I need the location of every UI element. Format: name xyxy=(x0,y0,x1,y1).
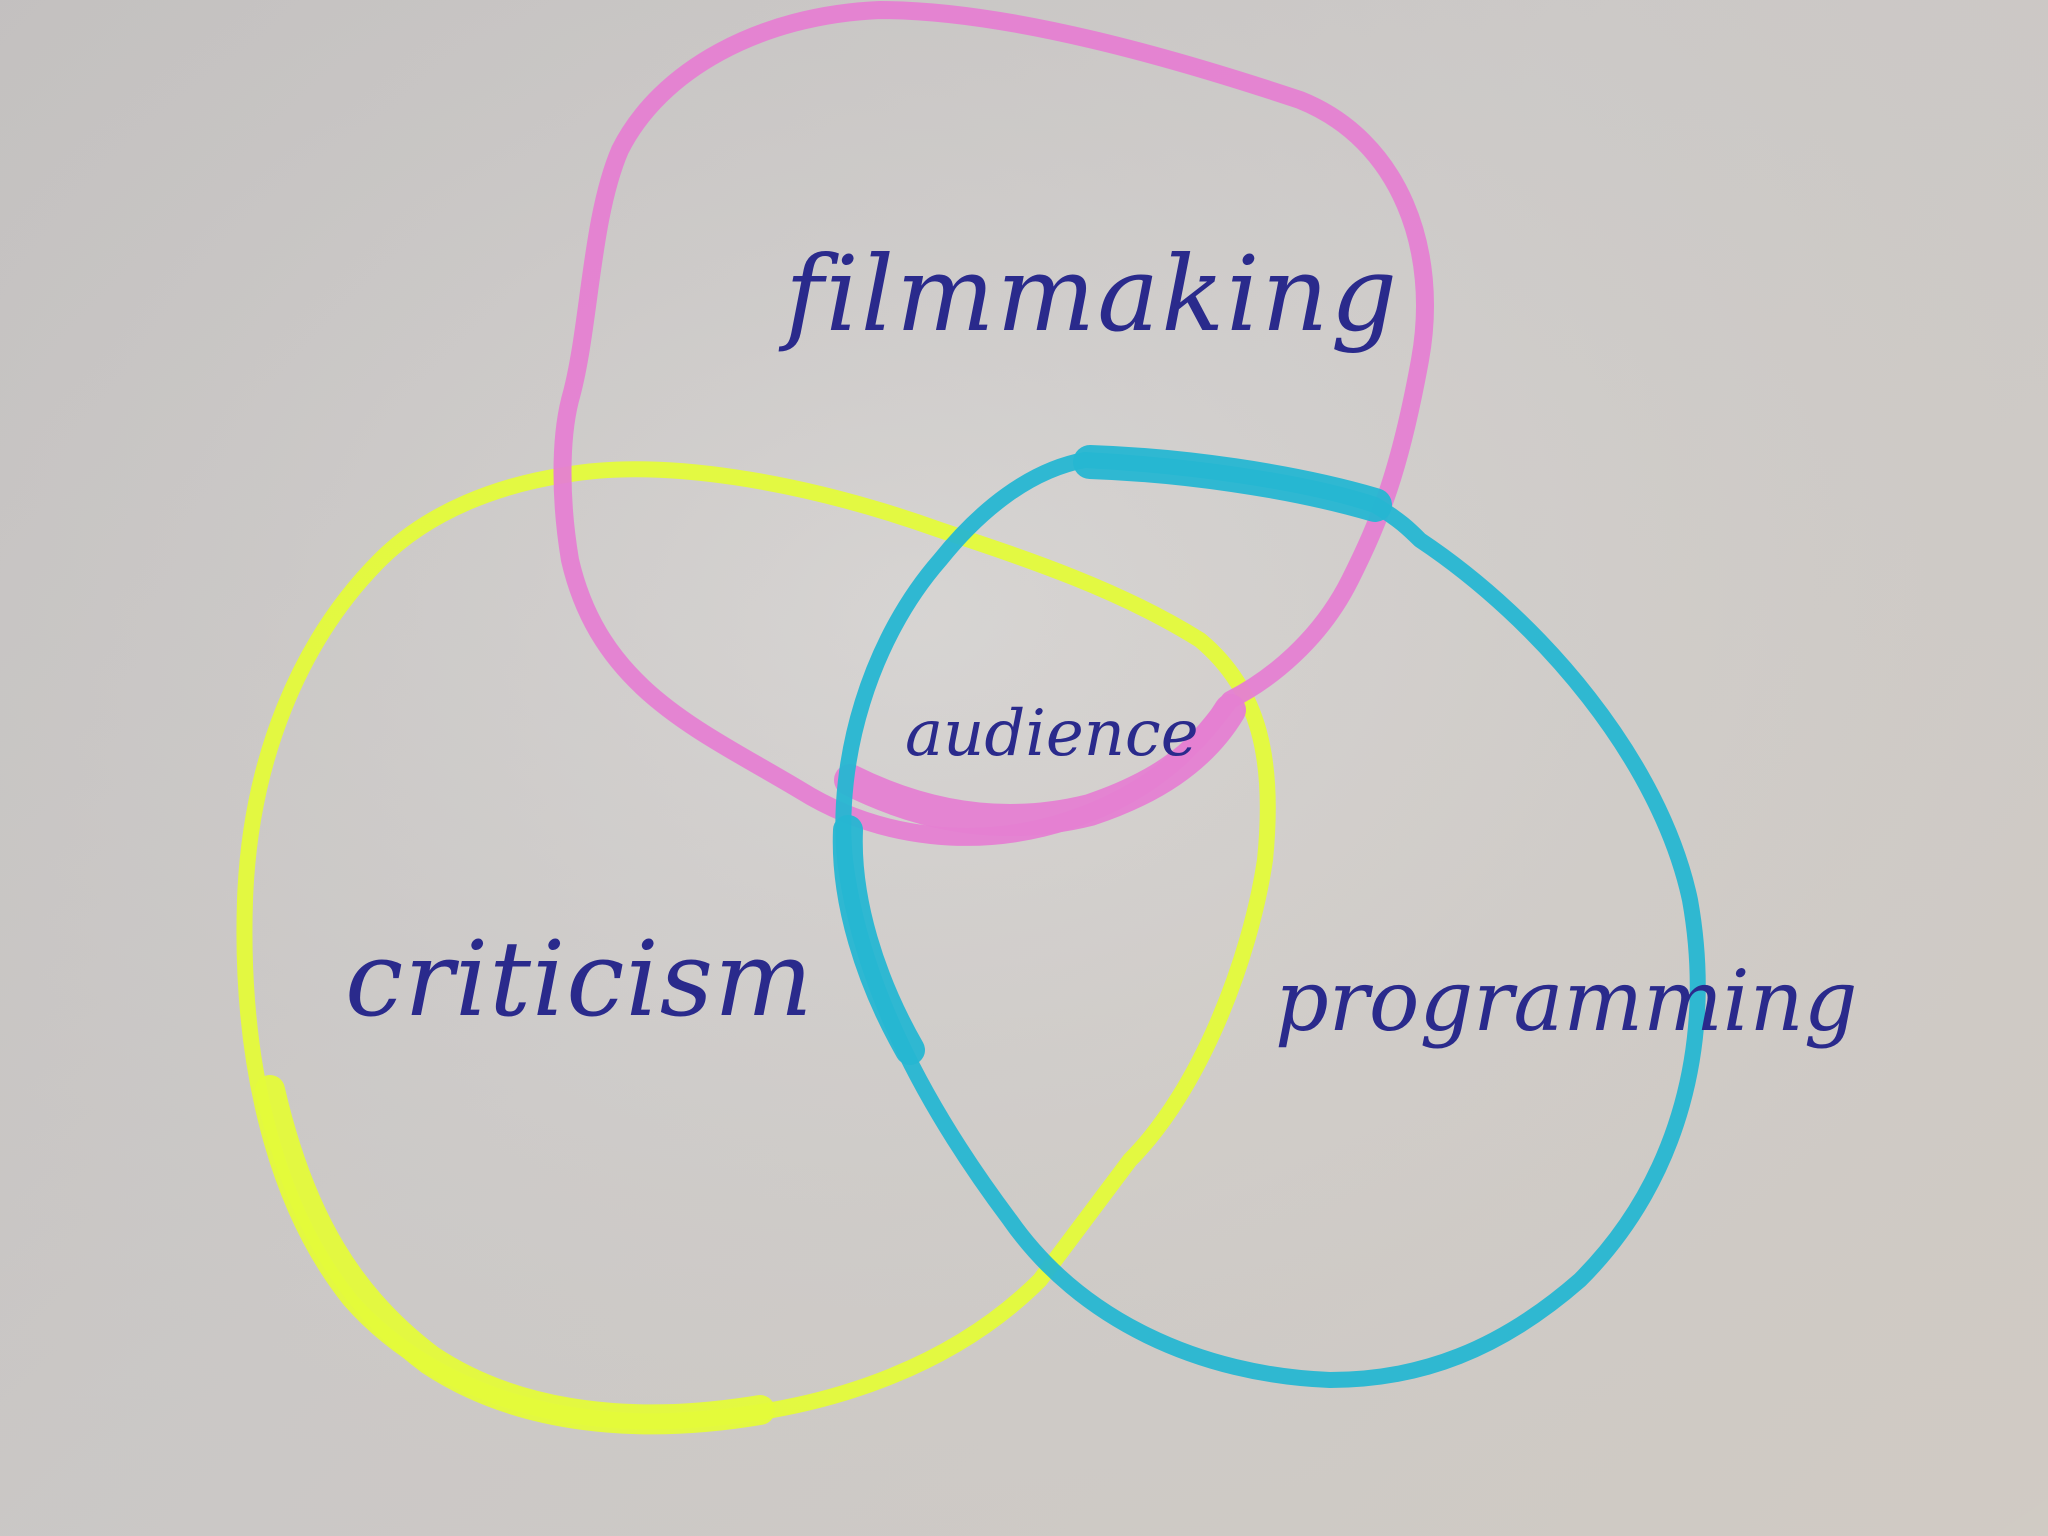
filmmaking-label: filmmaking xyxy=(778,233,1399,355)
programming-circle-thick-segment xyxy=(1073,445,1392,522)
criticism-circle-thick-segment xyxy=(255,1075,775,1435)
programming-circle-thick-segment-left xyxy=(832,815,925,1065)
programming-circle xyxy=(835,452,1706,1388)
criticism-circle xyxy=(236,461,1276,1430)
filmmaking-circle-thick-segment xyxy=(834,694,1246,836)
programming-label: programming xyxy=(1275,952,1858,1050)
audience-label: audience xyxy=(905,697,1199,771)
criticism-label: criticism xyxy=(345,918,814,1040)
